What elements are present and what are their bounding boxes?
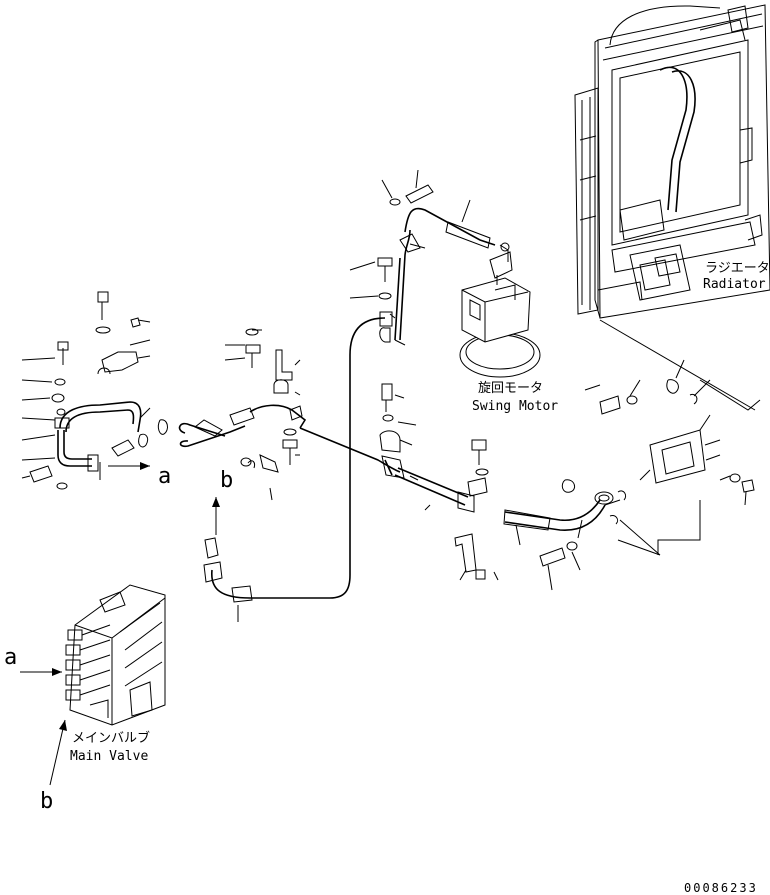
ref-letter-b-pipe: b: [220, 468, 233, 493]
drawing-number: 00086233: [684, 881, 758, 895]
center-left-bracket-assembly: [157, 328, 307, 501]
ref-letter-a-valve: a: [4, 645, 17, 670]
ref-arrowhead-a-pipe: [140, 462, 150, 470]
swing-motor-pipe: [203, 169, 496, 622]
radiator: [574, 4, 770, 319]
center-pipe-assembly: [299, 359, 755, 591]
left-pipe-assembly: [21, 291, 151, 490]
ref-arrow-b-valve: [49, 719, 66, 786]
main-valve: [65, 584, 166, 726]
swing-motor: [459, 242, 541, 378]
ref-letter-b-valve: b: [40, 789, 53, 814]
ref-arrowhead-b-valve: [59, 720, 67, 731]
radiator-label-en: Radiator: [703, 277, 766, 292]
swing-motor-label-jp: 旋回モータ: [478, 381, 543, 396]
main-valve-label-jp: メインバルブ: [72, 730, 150, 746]
ref-arrowhead-b-pipe: [212, 497, 220, 507]
connection-lines: [599, 319, 761, 555]
radiator-label-jp: ラジエータ: [705, 261, 770, 276]
swing-motor-label-en: Swing Motor: [472, 399, 558, 414]
ref-letter-a-pipe: a: [158, 464, 171, 489]
ref-arrowhead-a-valve: [52, 668, 62, 676]
main-valve-label-en: Main Valve: [70, 749, 148, 764]
